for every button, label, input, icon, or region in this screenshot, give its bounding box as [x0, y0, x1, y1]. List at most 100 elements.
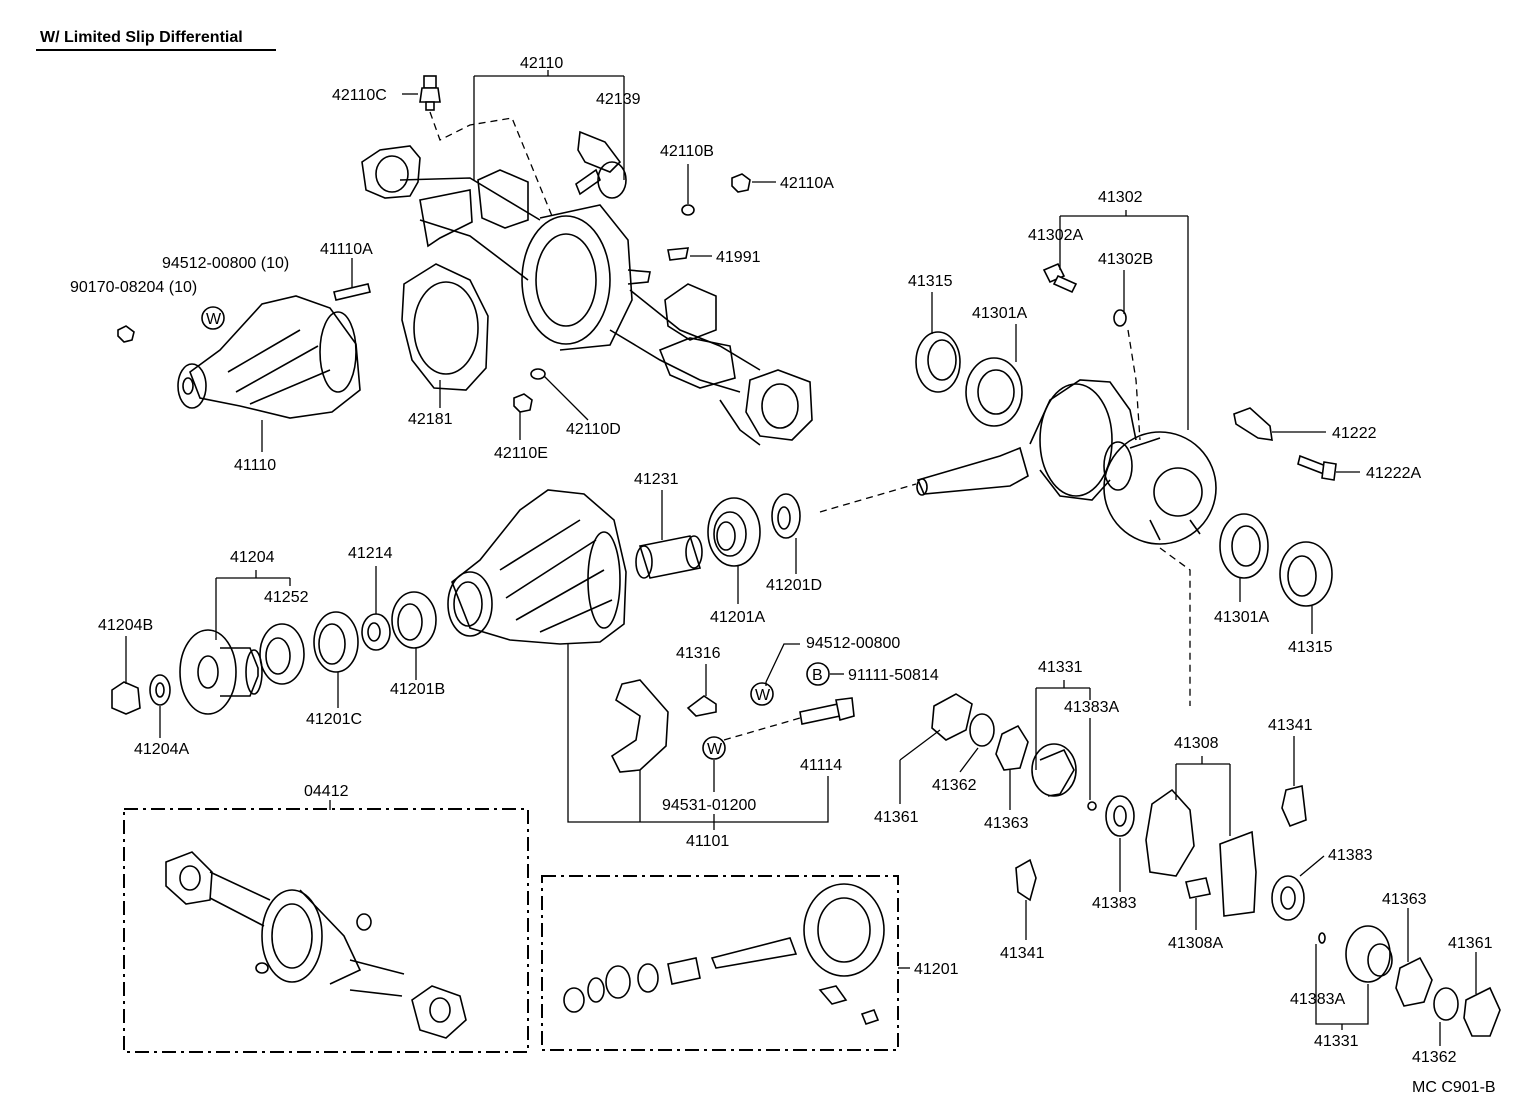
bearing-41201c: [313, 611, 359, 673]
leader-dash-41308: [1159, 547, 1191, 706]
companion-flange-41204: [179, 629, 263, 715]
symbol-b-91111: B: [806, 662, 830, 686]
callout-41302[interactable]: 41302: [1098, 189, 1143, 206]
callout-42110[interactable]: 42110: [520, 55, 563, 72]
callout-41204a[interactable]: 41204A: [134, 741, 189, 758]
callout-41204[interactable]: 41204: [230, 549, 275, 566]
callout-41222a[interactable]: 41222A: [1366, 465, 1421, 482]
callout-41316[interactable]: 41316: [676, 645, 721, 662]
spacer-41231: [635, 535, 703, 579]
pin-41383a-left: [1087, 801, 1097, 811]
callout-42110b[interactable]: 42110B: [660, 143, 714, 160]
washer-42110b: [681, 204, 695, 216]
leader-lines: [125, 70, 1477, 1046]
ring-gear-diff-case-drawing: [916, 379, 1217, 545]
title-text: W/ Limited Slip Differential: [40, 29, 243, 46]
figure-code: MC C901-B: [1412, 1079, 1496, 1096]
lock-plate-41302b: [1113, 309, 1127, 327]
callout-41201b[interactable]: 41201B: [390, 681, 445, 698]
callout-41341-right[interactable]: 41341: [1268, 717, 1313, 734]
pinion-41341-left: [1015, 858, 1037, 902]
callout-94531-01200[interactable]: 94531-01200: [662, 797, 756, 814]
differential-carrier-drawing: [447, 489, 627, 645]
callout-91111-50814[interactable]: 91111-50814: [848, 667, 939, 684]
callout-90170-08204-10[interactable]: 90170-08204 (10): [70, 279, 197, 296]
callout-41204b[interactable]: 41204B: [98, 617, 153, 634]
callout-41201c[interactable]: 41201C: [306, 711, 362, 728]
callout-41383-right[interactable]: 41383: [1328, 847, 1373, 864]
callout-41341-left[interactable]: 41341: [1000, 945, 1045, 962]
case-41308: [1145, 788, 1195, 877]
callout-41302a[interactable]: 41302A: [1028, 227, 1083, 244]
callout-41362-right[interactable]: 41362: [1412, 1049, 1457, 1066]
symbol-w-94512: W: [750, 682, 774, 706]
plate-41361-right: [1463, 986, 1501, 1037]
callout-41331-left[interactable]: 41331: [1038, 659, 1083, 676]
adjusting-nut-41315-upper: [915, 331, 961, 393]
block-41308: [1219, 830, 1257, 917]
disc-41362-right: [1433, 987, 1459, 1021]
callout-94512-00800[interactable]: 94512-00800: [806, 635, 900, 652]
svg-text:W: W: [755, 687, 771, 704]
side-gear-41331-right: [1345, 925, 1393, 983]
callout-41361-right[interactable]: 41361: [1448, 935, 1493, 952]
plug-42110a: [731, 173, 751, 193]
nut-41204b: [111, 681, 141, 715]
callout-41383-left[interactable]: 41383: [1092, 895, 1137, 912]
callout-41383a-right[interactable]: 41383A: [1290, 991, 1345, 1008]
callout-41301a-upper[interactable]: 41301A: [972, 305, 1027, 322]
callout-41308a[interactable]: 41308A: [1168, 935, 1223, 952]
kit-box-04412: [123, 808, 529, 1053]
callout-41362-left[interactable]: 41362: [932, 777, 977, 794]
callout-41201[interactable]: 41201: [914, 961, 959, 978]
diagram-title: W/ Limited Slip Differential: [36, 29, 276, 51]
callout-41315-upper[interactable]: 41315: [908, 273, 953, 290]
plate-41363-left: [995, 724, 1029, 771]
vent-hose-drawing: [575, 130, 627, 199]
callout-42110d[interactable]: 42110D: [566, 421, 621, 438]
adjusting-nut-41315-lower: [1279, 541, 1333, 607]
bearing-41301a-upper: [965, 357, 1023, 427]
callout-41201a[interactable]: 41201A: [710, 609, 765, 626]
callout-41214[interactable]: 41214: [348, 545, 393, 562]
lock-41316: [686, 695, 717, 717]
callout-41110[interactable]: 41110: [234, 457, 276, 474]
callout-42139[interactable]: 42139: [596, 91, 641, 108]
bearing-41301a-lower: [1219, 513, 1269, 579]
callout-41363-left[interactable]: 41363: [984, 815, 1029, 832]
lock-41222: [1233, 407, 1273, 441]
gasket-42181-drawing: [401, 263, 489, 391]
callout-41222[interactable]: 41222: [1332, 425, 1377, 442]
callout-41361-left[interactable]: 41361: [874, 809, 919, 826]
callout-41331-right[interactable]: 41331: [1314, 1033, 1359, 1050]
breather-plug-drawing: [419, 75, 553, 217]
callout-41201d[interactable]: 41201D: [766, 577, 822, 594]
nut-90170: [117, 325, 135, 343]
callout-04412[interactable]: 04412: [304, 783, 349, 800]
callout-41231[interactable]: 41231: [634, 471, 679, 488]
thrust-washer-41383-left: [1105, 795, 1135, 837]
callout-41302b[interactable]: 41302B: [1098, 251, 1153, 268]
callout-42110e[interactable]: 42110E: [494, 445, 548, 462]
callout-41110a[interactable]: 41110A: [320, 241, 373, 258]
callout-41308[interactable]: 41308: [1174, 735, 1219, 752]
plate-41991: [667, 247, 689, 261]
callout-41363-right[interactable]: 41363: [1382, 891, 1427, 908]
callout-41383a-left[interactable]: 41383A: [1064, 699, 1119, 716]
callout-41991[interactable]: 41991: [716, 249, 761, 266]
callout-42110a[interactable]: 42110A: [780, 175, 834, 192]
callout-41114[interactable]: 41114: [800, 757, 842, 774]
callout-42181[interactable]: 42181: [408, 411, 453, 428]
callout-94512-00800-10[interactable]: 94512-00800 (10): [162, 255, 289, 272]
leader-dash-41302b: [1127, 329, 1141, 441]
callout-41301a-lower[interactable]: 41301A: [1214, 609, 1269, 626]
callout-41101[interactable]: 41101: [686, 833, 729, 850]
callout-42110c[interactable]: 42110C: [332, 87, 387, 104]
bolt-41302a: [1042, 262, 1078, 294]
washer-41201d: [771, 493, 801, 539]
side-gear-41331-left: [1031, 743, 1077, 797]
svg-text:W: W: [206, 311, 222, 328]
callout-41252[interactable]: 41252: [264, 589, 309, 606]
callout-41315-lower[interactable]: 41315: [1288, 639, 1333, 656]
